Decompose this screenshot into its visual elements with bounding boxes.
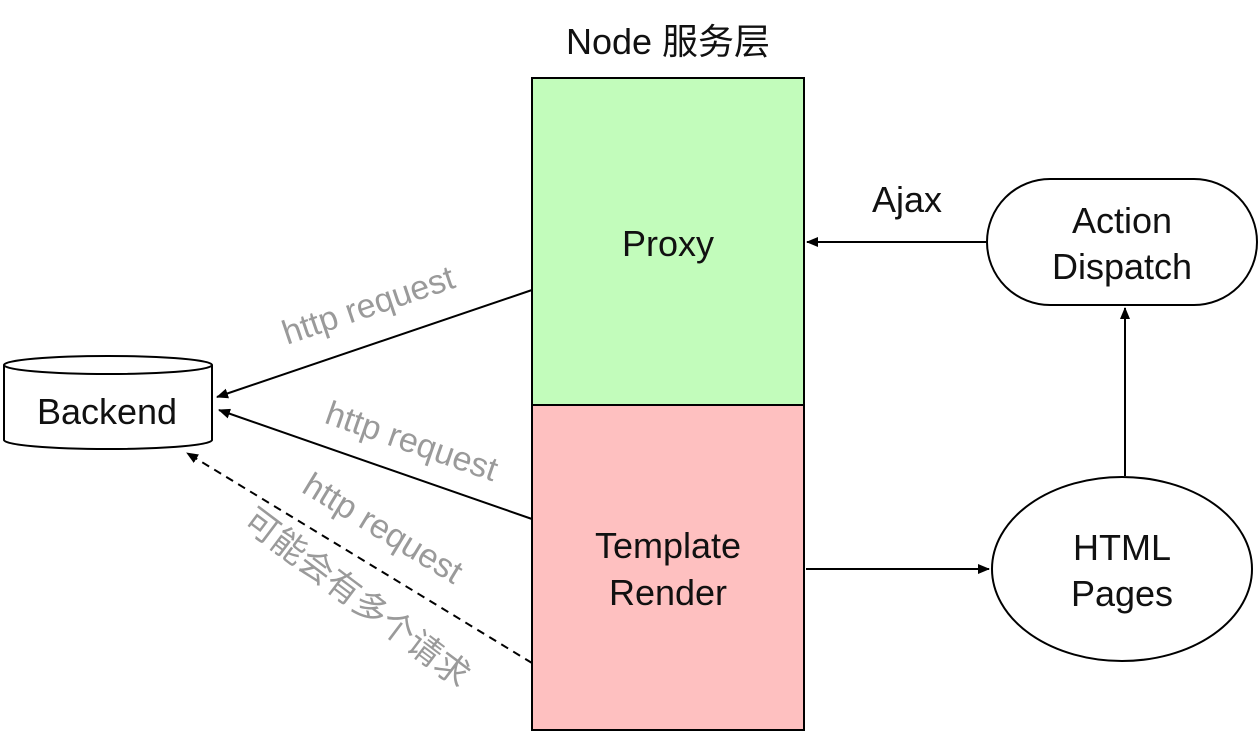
node-layer-title: Node 服务层 <box>566 21 770 62</box>
template-render-block-rect <box>531 404 805 731</box>
render-to-backend-label: http request <box>321 394 504 489</box>
action-dispatch-node: Action Dispatch <box>986 178 1258 306</box>
template-render-label-line2: Render <box>609 572 727 613</box>
backend-cylinder-top <box>3 355 213 375</box>
backend-label: Backend <box>37 391 177 432</box>
html-pages-label-line2: Pages <box>1071 573 1173 614</box>
backend-cylinder-body <box>3 365 213 450</box>
html-pages-node: HTML Pages <box>991 476 1253 662</box>
template-render-label-line1: Template <box>595 525 741 566</box>
action-dispatch-shape <box>986 178 1258 306</box>
render-to-backend-dashed-arrow <box>186 452 533 664</box>
render-to-backend-arrow <box>218 408 533 520</box>
proxy-to-backend-label: http request <box>277 258 460 352</box>
ajax-label: Ajax <box>872 179 942 220</box>
backend-database: Backend <box>3 355 213 450</box>
html-pages-label-line1: HTML <box>1073 527 1171 568</box>
action-dispatch-label-line1: Action <box>1072 200 1172 241</box>
proxy-label: Proxy <box>622 223 714 264</box>
proxy-to-backend-arrow <box>216 289 533 399</box>
proxy-block: Proxy <box>531 77 805 406</box>
template-render-block: Template Render <box>531 404 805 731</box>
html-pages-shape <box>991 476 1253 662</box>
action-dispatch-label-line2: Dispatch <box>1052 246 1192 287</box>
proxy-block-rect <box>531 77 805 406</box>
